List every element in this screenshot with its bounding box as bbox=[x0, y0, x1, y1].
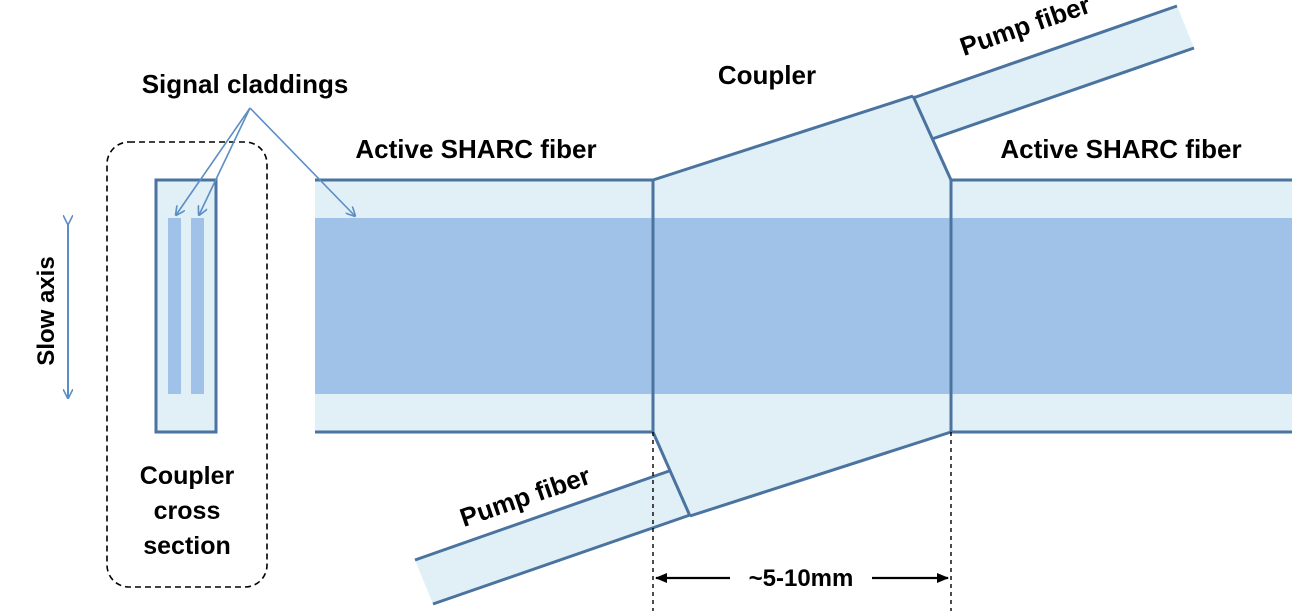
cross-section-fiber bbox=[154, 178, 218, 434]
pump-fiber-top bbox=[912, 4, 1195, 141]
signal-cladding-strip bbox=[168, 218, 181, 394]
length-label: ~5-10mm bbox=[749, 565, 854, 592]
dimension-guides bbox=[652, 432, 952, 611]
signal-cladding-callouts bbox=[176, 107, 355, 216]
signal-core-band bbox=[315, 218, 1292, 394]
fiber-outlines bbox=[315, 94, 1292, 518]
cross-section-label-line2: cross bbox=[154, 497, 221, 525]
signal-cladding-strip bbox=[191, 218, 204, 394]
cross-section-label-line3: section bbox=[143, 532, 231, 560]
coupler-label: Coupler bbox=[718, 60, 816, 90]
cross-section-label-line1: Coupler bbox=[140, 462, 235, 490]
signal-claddings-label: Signal claddings bbox=[142, 69, 349, 99]
active-fiber-right-label: Active SHARC fiber bbox=[1000, 134, 1241, 164]
cross-section-box bbox=[106, 141, 268, 588]
active-fiber-left-label: Active SHARC fiber bbox=[355, 134, 596, 164]
pump-fiber-bottom bbox=[414, 468, 691, 606]
slow-axis-label: Slow axis bbox=[33, 256, 60, 365]
